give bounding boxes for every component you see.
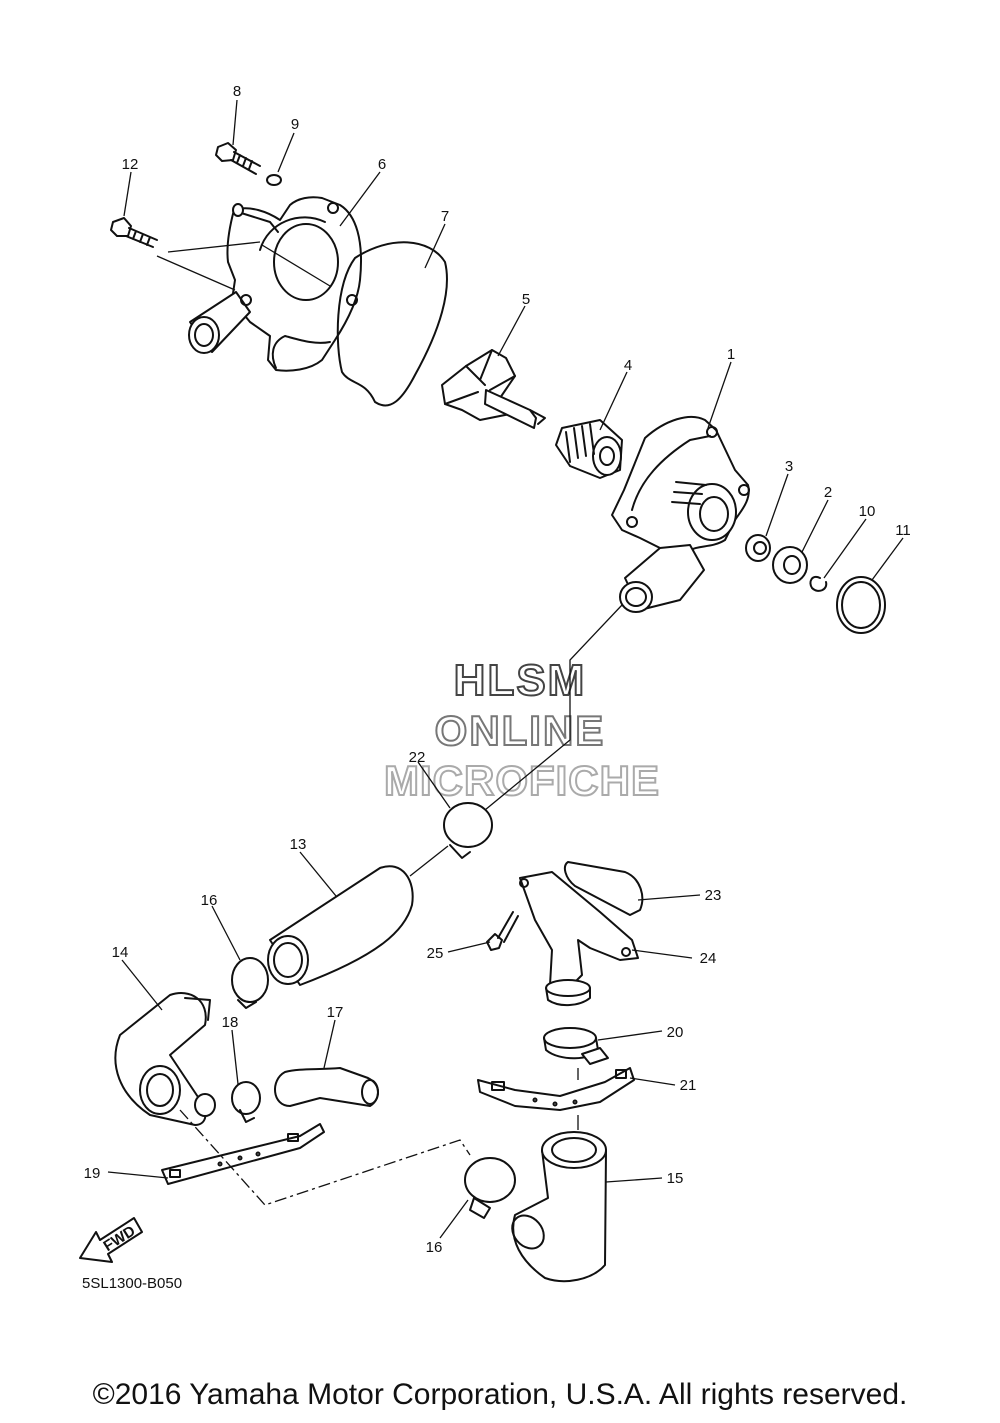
callout-1: 1 xyxy=(727,346,735,363)
callout-19: 19 xyxy=(84,1165,101,1182)
pump-outlet-leader xyxy=(484,604,623,811)
callout-17: 17 xyxy=(327,1004,344,1021)
hose-14-drawing xyxy=(114,992,216,1126)
callout-12: 12 xyxy=(122,156,139,173)
callout-3: 3 xyxy=(785,458,793,475)
fwd-arrow-icon: FWD xyxy=(79,1217,143,1263)
bearing-3-drawing xyxy=(745,534,771,562)
callout-13: 13 xyxy=(290,836,307,853)
circlip-10-drawing xyxy=(809,576,828,592)
washer-9-drawing xyxy=(266,174,282,186)
clamp-18-drawing xyxy=(231,1081,261,1123)
bolt-8-drawing xyxy=(215,142,261,175)
callout-21: 21 xyxy=(680,1077,697,1094)
clamp-16b-drawing xyxy=(464,1157,516,1219)
bolt-12-leader xyxy=(156,241,331,291)
copyright-footer: ©2016 Yamaha Motor Corporation, U.S.A. A… xyxy=(92,1378,908,1411)
watermark-line1: HLSM xyxy=(454,656,587,705)
bearing-2-drawing xyxy=(772,546,808,584)
callout-16-lower: 16 xyxy=(426,1239,443,1256)
watermark-line3: MICROFICHE xyxy=(384,757,660,804)
clamp-22-hose-leader xyxy=(409,845,449,877)
callout-22: 22 xyxy=(409,749,426,766)
callout-23: 23 xyxy=(705,887,722,904)
bracket-19-drawing xyxy=(161,1123,325,1185)
callout-10: 10 xyxy=(859,503,876,520)
bracket-21-drawing xyxy=(477,1067,635,1111)
o-ring-11-drawing xyxy=(836,576,886,634)
callout-9: 9 xyxy=(291,116,299,133)
callout-25: 25 xyxy=(427,945,444,962)
seal-4-drawing xyxy=(555,419,623,479)
gasket-23-drawing xyxy=(563,861,644,916)
impeller-5-drawing xyxy=(441,349,546,429)
clamp-20-drawing xyxy=(543,1027,609,1065)
pump-cover-6-drawing xyxy=(188,196,362,372)
callout-24: 24 xyxy=(700,950,717,967)
pump-housing-1-drawing xyxy=(611,415,750,613)
bolt-12-drawing xyxy=(110,217,158,248)
callout-2: 2 xyxy=(824,484,832,501)
callout-leaders xyxy=(107,99,904,1239)
drawing-code: 5SL1300-B050 xyxy=(82,1275,182,1292)
bolt-25-drawing xyxy=(486,911,519,951)
hose-14-to-15-leader xyxy=(179,1109,471,1206)
callout-4: 4 xyxy=(624,357,632,374)
callout-20: 20 xyxy=(667,1024,684,1041)
callout-15: 15 xyxy=(667,1170,684,1187)
callout-16-upper: 16 xyxy=(201,892,218,909)
watermark-line2: ONLINE xyxy=(435,707,606,754)
callout-5: 5 xyxy=(522,291,530,308)
callout-6: 6 xyxy=(378,156,386,173)
callout-18: 18 xyxy=(222,1014,239,1031)
hose-17-drawing xyxy=(274,1067,379,1107)
callout-labels: 1 2 3 4 5 6 7 8 9 10 11 12 13 14 15 16 1… xyxy=(84,83,911,1256)
callout-14: 14 xyxy=(112,944,129,961)
hose-13-drawing xyxy=(267,865,414,986)
callout-7: 7 xyxy=(441,208,449,225)
housing-24-drawing xyxy=(519,871,639,1006)
hose-15-drawing xyxy=(511,1131,607,1283)
o-ring-7-drawing xyxy=(336,241,448,407)
clamp-16a-drawing xyxy=(231,957,269,1009)
callout-8: 8 xyxy=(233,83,241,100)
watermark: HLSM ONLINE MICROFICHE xyxy=(383,655,660,805)
clamp-22-drawing xyxy=(443,802,493,859)
callout-11: 11 xyxy=(895,522,911,539)
